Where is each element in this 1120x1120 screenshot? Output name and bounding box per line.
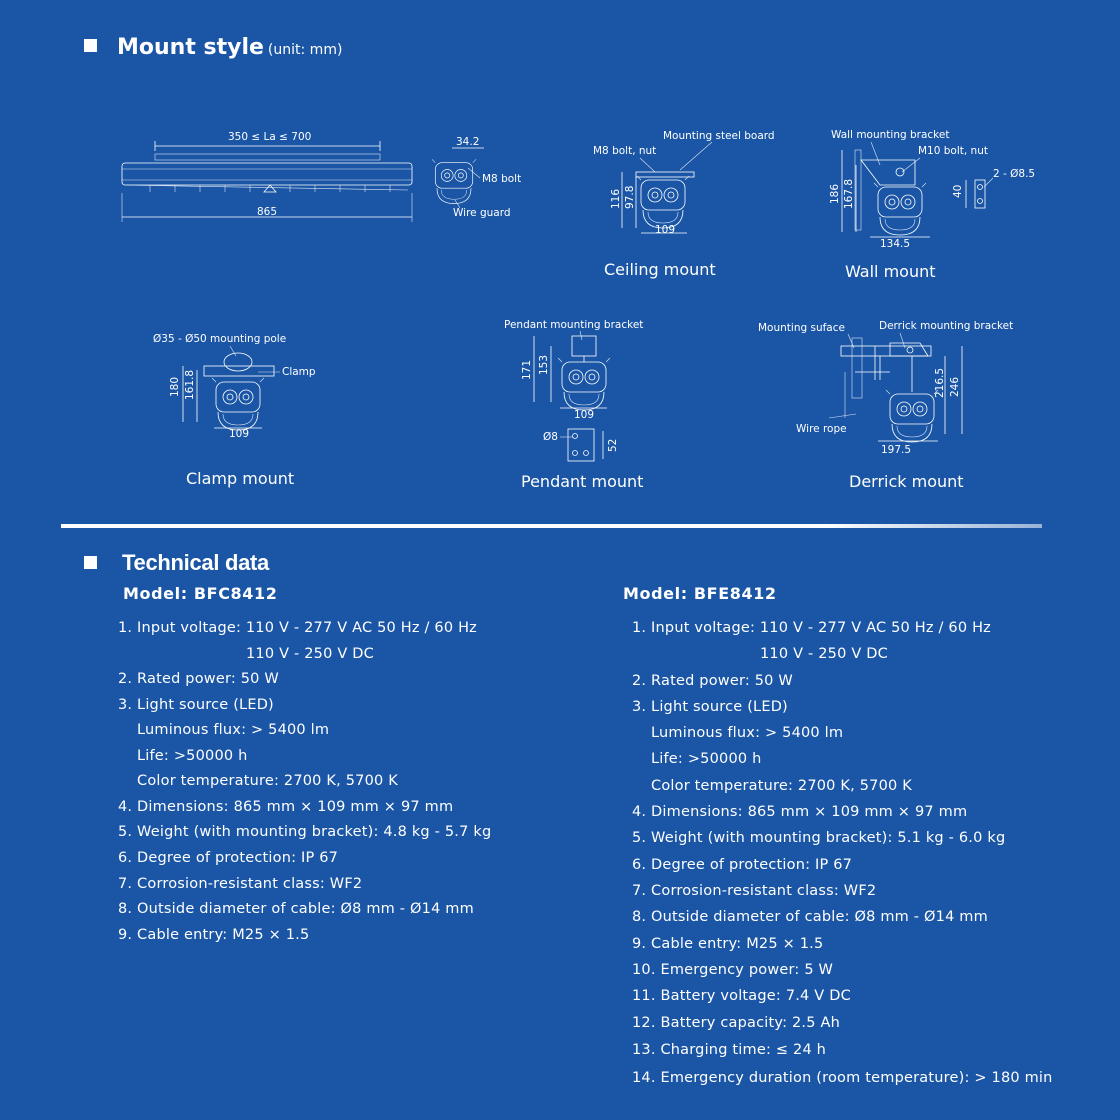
bfe-spec-line: 2. Rated power: 50 W (632, 673, 793, 689)
pendant-hole-label: Ø8 (543, 431, 558, 443)
mount-style-heading: Mount style(unit: mm) (117, 35, 342, 60)
m8-bolt-label: M8 bolt (482, 173, 521, 185)
section-bullet-icon (84, 556, 97, 569)
model-bfc-heading: Model: BFC8412 (123, 584, 278, 603)
derrick-bracket-label: Derrick mounting bracket (879, 320, 1013, 332)
derrick-h1-label: 216.5 (934, 368, 946, 398)
pendant-caption: Pendant mount (521, 472, 643, 491)
pendant-h2-label: 153 (538, 355, 550, 375)
wall-side-label: 40 (952, 185, 964, 198)
wall-bolt-label: M10 bolt, nut (918, 145, 988, 157)
bfc-spec-line: 5. Weight (with mounting bracket): 4.8 k… (118, 824, 492, 840)
derrick-rope-label: Wire rope (796, 423, 847, 435)
bfc-spec-line: 4. Dimensions: 865 mm × 109 mm × 97 mm (118, 799, 454, 815)
clamp-pole-label: Ø35 - Ø50 mounting pole (153, 333, 286, 345)
bfe-spec-line: 4. Dimensions: 865 mm × 109 mm × 97 mm (632, 804, 968, 820)
wall-caption: Wall mount (845, 262, 936, 281)
bfc-spec-line: 2. Rated power: 50 W (118, 671, 279, 687)
clamp-mount-drawing: Ø35 - Ø50 mounting pole Clamp 180 161.8 … (153, 333, 316, 440)
bfc-spec-line: 1. Input voltage: 110 V - 277 V AC 50 Hz… (118, 620, 477, 636)
pendant-mount-drawing: Pendant mounting bracket 171 153 109 Ø8 … (504, 319, 643, 462)
ceiling-caption: Ceiling mount (604, 260, 716, 279)
ceiling-h2-label: 97.8 (624, 186, 636, 209)
end-width-label: 34.2 (456, 136, 479, 148)
bfe-spec-line: 6. Degree of protection: IP 67 (632, 857, 853, 873)
bfe-spec-line: 7. Corrosion-resistant class: WF2 (632, 883, 877, 899)
end-view-drawing: 34.2 M8 bolt Wire guard (431, 136, 521, 219)
side-length-label: 865 (257, 206, 277, 218)
bfc-spec-line: Luminous flux: > 5400 lm (137, 722, 330, 738)
bfe-spec-line: 10. Emergency power: 5 W (632, 962, 834, 978)
derrick-mount-drawing: Mounting suface Derrick mounting bracket… (758, 320, 1013, 456)
bfe-spec-line: Life: >50000 h (651, 751, 762, 767)
bfe-spec-line: 1. Input voltage: 110 V - 277 V AC 50 Hz… (632, 620, 991, 636)
side-span-label: 350 ≤ La ≤ 700 (228, 131, 311, 143)
pendant-h1-label: 171 (521, 360, 533, 380)
derrick-caption: Derrick mount (849, 472, 964, 491)
model-bfe-heading: Model: BFE8412 (623, 584, 777, 603)
bfe-spec-line: 13. Charging time: ≤ 24 h (632, 1042, 827, 1058)
wall-width-label: 134.5 (880, 238, 910, 250)
section-bullet-icon (84, 39, 97, 52)
bfe-spec-line: 5. Weight (with mounting bracket): 5.1 k… (632, 830, 1006, 846)
pendant-bracket-label: Pendant mounting bracket (504, 319, 643, 331)
bfe-spec-line: 110 V - 250 V DC (760, 646, 888, 662)
bfc-spec-line: 6. Degree of protection: IP 67 (118, 850, 339, 866)
technical-data-heading: Technical data (122, 550, 269, 575)
bfe-spec-line: Color temperature: 2700 K, 5700 K (651, 778, 912, 794)
wire-guard-label: Wire guard (453, 207, 511, 219)
bfc-spec-line: 7. Corrosion-resistant class: WF2 (118, 876, 363, 892)
bfe-spec-line: 14. Emergency duration (room temperature… (632, 1070, 1053, 1086)
ceiling-width-label: 109 (655, 224, 675, 236)
clamp-label: Clamp (282, 366, 316, 378)
wall-bracket-label: Wall mounting bracket (831, 129, 949, 141)
derrick-surface-label: Mounting suface (758, 322, 845, 334)
ceiling-board-label: Mounting steel board (663, 130, 775, 142)
clamp-h2-label: 161.8 (184, 370, 196, 400)
pendant-width-label: 109 (574, 409, 594, 421)
bfe-spec-line: 9. Cable entry: M25 × 1.5 (632, 936, 824, 952)
wall-h1-label: 186 (829, 184, 841, 204)
wall-h2-label: 167.8 (843, 179, 855, 209)
derrick-h2-label: 246 (949, 377, 961, 397)
ceiling-mount-drawing: Mounting steel board M8 bolt, nut 116 97… (593, 130, 775, 236)
bfe-spec-line: 8. Outside diameter of cable: Ø8 mm - Ø1… (632, 909, 988, 925)
side-view-drawing: 350 ≤ La ≤ 700 865 (121, 131, 413, 222)
bfc-spec-line: 110 V - 250 V DC (246, 646, 374, 662)
bfc-spec-line: Life: >50000 h (137, 748, 248, 764)
bfc-spec-line: 8. Outside diameter of cable: Ø8 mm - Ø1… (118, 901, 474, 917)
mount-drawings: 350 ≤ La ≤ 700 865 34.2 M8 bolt Wire gua… (121, 129, 1035, 491)
wall-hole-label: 2 - Ø8.5 (993, 168, 1035, 180)
ceiling-bolt-label: M8 bolt, nut (593, 145, 656, 157)
mount-style-unit: (unit: mm) (267, 42, 343, 58)
bfe-spec-line: Luminous flux: > 5400 lm (651, 725, 844, 741)
clamp-width-label: 109 (229, 428, 249, 440)
bfe-spec-line: 11. Battery voltage: 7.4 V DC (632, 988, 851, 1004)
wall-mount-drawing: Wall mounting bracket M10 bolt, nut 186 … (829, 129, 1035, 250)
pendant-side-label: 52 (607, 439, 619, 452)
mount-style-title: Mount style (117, 35, 264, 60)
bfc-spec-line: Color temperature: 2700 K, 5700 K (137, 773, 398, 789)
derrick-width-label: 197.5 (881, 444, 911, 456)
clamp-h1-label: 180 (169, 377, 181, 397)
bfe-spec-line: 12. Battery capacity: 2.5 Ah (632, 1015, 840, 1031)
section-divider (61, 524, 1042, 528)
bfc-spec-line: 3. Light source (LED) (118, 697, 274, 713)
bfc-spec-line: 9. Cable entry: M25 × 1.5 (118, 927, 310, 943)
bfe-spec-line: 3. Light source (LED) (632, 699, 788, 715)
ceiling-h1-label: 116 (610, 189, 622, 209)
clamp-caption: Clamp mount (186, 469, 294, 488)
